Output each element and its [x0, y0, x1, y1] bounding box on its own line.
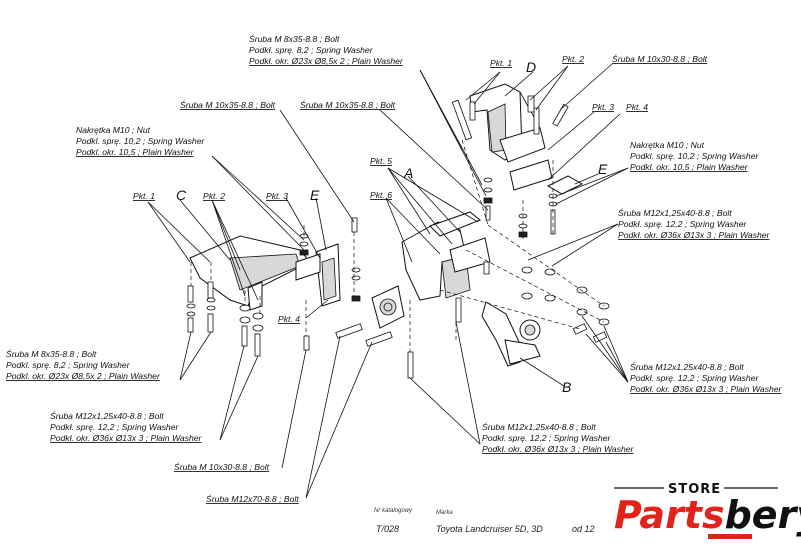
label-bolt-m10x30-top: Śruba M 10x30-8.8 ; Bolt	[612, 53, 708, 64]
point-4-left: Pkt. 4	[278, 314, 300, 324]
logo-wordmark: Partsbery	[614, 493, 801, 537]
part-letter-d: D	[526, 59, 536, 75]
label-left-m12-line2: Podkł. sprę. 12,2 ; Spring Washer	[50, 422, 179, 432]
label-right-low-line1: Śruba M12x1,25x40-8.8 ; Bolt	[630, 361, 744, 372]
point-3-left: Pkt. 3	[266, 191, 288, 201]
label-left-m12-line3: Podkł. okr. Ø36x Ø13x 3 ; Plain Washer	[50, 433, 203, 443]
label-left-m8-line3: Podkl. okr. Ø23x Ø8,5x 2 ; Plain Washer	[6, 371, 161, 381]
logo-parts: Parts	[614, 493, 725, 537]
label-right-low-line2: Podkł. sprę. 12,2 ; Spring Washer	[630, 373, 759, 383]
partsbery-logo: STORE Partsbery	[614, 482, 801, 539]
label-bottom-m12-line2: Podkł. sprę. 12,2 ; Spring Washer	[482, 433, 611, 443]
label-m12-right-line1: Śruba M12x1,25x40-8.8 ; Bolt	[618, 207, 732, 218]
label-bolt-m10x30-bottom: Śruba M 10x30-8.8 ; Bolt	[174, 461, 270, 472]
point-2-left: Pkt. 2	[203, 191, 225, 201]
leader-lines	[147, 63, 629, 499]
label-nut-right-line2: Podkl. sprę. 10,2 ; Spring Washer	[630, 151, 759, 161]
footer-catalog-label: Nr katalogowy	[374, 508, 413, 514]
logo-store-text: STORE	[668, 482, 721, 497]
point-6: Pkt. 6	[370, 190, 392, 200]
footer: Nr katalogowy Marka T/028 Toyota Landcru…	[374, 508, 595, 534]
label-top-bolt-line2: Podkł. sprę. 8,2 ; Spring Washer	[249, 45, 374, 55]
part-a-plate	[401, 211, 491, 301]
point-1-left: Pkt. 1	[133, 191, 155, 201]
label-bottom-m12-line1: Śruba M12x1,25x40-8.8 ; Bolt	[482, 421, 596, 432]
label-bottom-m12-line3: Podkł. okr. Ø36x Ø13x 3 ; Plain Washer	[482, 444, 635, 454]
label-nut-right-line1: Nakrętka M10 ; Nut	[630, 140, 705, 150]
socket-plate	[371, 285, 405, 329]
label-left-m8-line1: Śruba M 8x35-8.8 ; Bolt	[6, 348, 97, 359]
assembly-lines	[190, 139, 605, 352]
label-bolt-m10x35-a: Śruba M 10x35-8.8 ; Bolt	[180, 99, 276, 110]
label-left-m8-line2: Podkl. sprę. 8,2 ; Spring Washer	[6, 360, 131, 370]
footer-brand-label: Marka	[436, 510, 453, 516]
labels: Śruba M 8x35-8.8 ; Bolt Podkł. sprę. 8,2…	[6, 33, 783, 504]
label-m12-right-line3: Podkł. okr. Ø36x Ø13x 3 ; Plain Washer	[618, 230, 771, 240]
label-nut-left-line2: Podkl. sprę. 10,2 ; Spring Washer	[76, 136, 205, 146]
part-letter-a: A	[403, 165, 413, 181]
footer-from-date: od 12	[572, 524, 595, 534]
label-bolt-m10x35-b: Śruba M 10x35-8.8 ; Bolt	[300, 99, 396, 110]
label-top-bolt-line1: Śruba M 8x35-8.8 ; Bolt	[249, 33, 340, 44]
part-letter-b: B	[562, 379, 571, 395]
part-c-bracket	[189, 235, 311, 311]
label-right-low-line3: Podkł. okr. Ø36x Ø13x 3 ; Plain Washer	[630, 384, 783, 394]
point-1-top: Pkt. 1	[490, 58, 512, 68]
part-e-left	[295, 243, 341, 307]
part-d-bracket	[469, 83, 553, 191]
footer-vehicle: Toyota Landcruiser 5D, 3D	[436, 524, 543, 534]
label-nut-right-line3: Podkl. okr. 10,5 ; Plain Washer	[630, 162, 749, 172]
label-m12-right-line2: Podkł. sprę. 12,2 ; Spring Washer	[618, 219, 747, 229]
label-left-m12-line1: Śruba M12x1,25x40-8.8 ; Bolt	[50, 410, 164, 421]
label-nut-left-line1: Nakrętka M10 ; Nut	[76, 125, 151, 135]
footer-catalog-number: T/028	[376, 524, 399, 534]
point-2-top: Pkt. 2	[562, 54, 584, 64]
label-top-bolt-line3: Podkł. okr. Ø23x Ø8,5x 2 ; Plain Washer	[249, 56, 404, 66]
label-bolt-m12x70: Śruba M12x70-8.8 ; Bolt	[206, 493, 299, 504]
part-letter-c: C	[176, 187, 187, 203]
part-letter-e-right: E	[598, 161, 608, 177]
part-e-right	[546, 175, 584, 195]
label-nut-left-line3: Podkl. okr. 10,5 ; Plain Washer	[76, 147, 195, 157]
point-5: Pkt. 5	[370, 156, 392, 166]
part-b-towball	[481, 301, 541, 367]
fasteners	[186, 95, 610, 379]
point-3-top: Pkt. 3	[592, 102, 614, 112]
logo-bery: bery	[725, 493, 801, 537]
point-4-top: Pkt. 4	[626, 102, 648, 112]
part-letter-e-left: E	[310, 187, 320, 203]
